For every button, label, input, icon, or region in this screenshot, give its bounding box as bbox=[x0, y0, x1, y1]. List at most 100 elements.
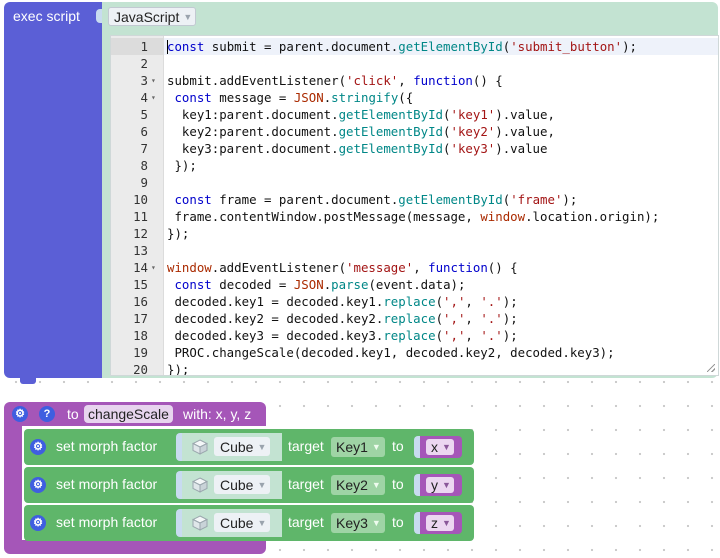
shape-key-dropdown[interactable]: Key3 ▼ bbox=[331, 513, 385, 533]
line-number: 2 bbox=[140, 56, 148, 71]
line-number: 12 bbox=[133, 226, 148, 241]
procedure-name-field[interactable]: changeScale bbox=[84, 405, 173, 423]
gear-icon[interactable]: ⚙ bbox=[12, 406, 28, 422]
code-line[interactable]: 15 const decoded = JSON.parse(event.data… bbox=[111, 276, 718, 293]
code-line[interactable]: 18 decoded.key3 = decoded.key3.replace('… bbox=[111, 327, 718, 344]
code-line[interactable]: 16 decoded.key1 = decoded.key1.replace('… bbox=[111, 293, 718, 310]
line-number: 1 bbox=[111, 38, 164, 55]
code-line[interactable]: 7 key3:parent.document.getElementById('k… bbox=[111, 140, 718, 157]
code-line[interactable]: 3▾submit.addEventListener('click', funct… bbox=[111, 72, 718, 89]
gear-icon[interactable]: ⚙ bbox=[30, 439, 46, 455]
code-line[interactable]: 8 }); bbox=[111, 157, 718, 174]
input-socket bbox=[414, 436, 420, 458]
variable-block[interactable]: z ▼ bbox=[420, 512, 462, 534]
code-line[interactable]: 5 key1:parent.document.getElementById('k… bbox=[111, 106, 718, 123]
variable-block[interactable]: y ▼ bbox=[420, 474, 462, 496]
set-morph-factor-block[interactable]: ⚙ set morph factor Cube ▼ target Key2 ▼ … bbox=[24, 467, 474, 503]
code-line[interactable]: 20}); bbox=[111, 361, 718, 376]
input-socket bbox=[176, 433, 182, 461]
fold-arrow-icon[interactable]: ▾ bbox=[151, 263, 156, 272]
procedure-header[interactable]: ⚙ ? to changeScale with: x, y, z bbox=[4, 402, 266, 426]
to-label: to bbox=[392, 514, 404, 530]
object-value: Cube bbox=[220, 476, 254, 493]
line-number: 20 bbox=[133, 362, 148, 376]
exec-script-title: exec script bbox=[13, 8, 80, 24]
target-label: target bbox=[288, 438, 324, 454]
code-line[interactable]: 12}); bbox=[111, 225, 718, 242]
code-line[interactable]: 2 bbox=[111, 55, 718, 72]
language-dropdown[interactable]: JavaScript ▼ bbox=[108, 7, 197, 26]
code-text: decoded.key1 = decoded.key1.replace(',',… bbox=[167, 294, 518, 309]
input-socket bbox=[96, 9, 102, 23]
help-icon[interactable]: ? bbox=[39, 406, 55, 422]
code-text: decoded.key3 = decoded.key3.replace(',',… bbox=[167, 328, 518, 343]
cube-icon bbox=[191, 439, 209, 455]
target-label: target bbox=[288, 514, 324, 530]
code-text: const frame = parent.document.getElement… bbox=[174, 192, 578, 207]
code-text: }); bbox=[167, 226, 190, 241]
procedure-block[interactable]: ⚙ ? to changeScale with: x, y, z bbox=[4, 402, 266, 554]
variable-value: y bbox=[431, 477, 438, 493]
object-block[interactable]: Cube ▼ bbox=[182, 471, 282, 499]
code-line[interactable]: 17 decoded.key2 = decoded.key2.replace('… bbox=[111, 310, 718, 327]
gear-icon[interactable]: ⚙ bbox=[30, 515, 46, 531]
procedure-body-arm bbox=[4, 426, 22, 540]
code-line[interactable]: 9 bbox=[111, 174, 718, 191]
code-line[interactable]: 4▾ const message = JSON.stringify({ bbox=[111, 89, 718, 106]
code-text: submit.addEventListener('click', functio… bbox=[167, 73, 503, 88]
fold-arrow-icon[interactable]: ▾ bbox=[151, 76, 156, 85]
code-text: PROC.changeScale(decoded.key1, decoded.k… bbox=[167, 345, 615, 360]
to-label: to bbox=[392, 476, 404, 492]
cube-icon bbox=[191, 515, 209, 531]
chevron-down-icon: ▼ bbox=[183, 11, 193, 22]
variable-dropdown[interactable]: y ▼ bbox=[426, 477, 454, 493]
code-text: key1:parent.document.getElementById('key… bbox=[167, 107, 555, 122]
code-line[interactable]: 10 const frame = parent.document.getElem… bbox=[111, 191, 718, 208]
code-line[interactable]: 14▾window.addEventListener('message', fu… bbox=[111, 259, 718, 276]
code-line[interactable]: 13 bbox=[111, 242, 718, 259]
set-morph-factor-block[interactable]: ⚙ set morph factor Cube ▼ target Key1 ▼ … bbox=[24, 429, 474, 465]
fold-arrow-icon[interactable]: ▾ bbox=[151, 93, 156, 102]
line-number-gutter bbox=[111, 36, 164, 375]
object-dropdown[interactable]: Cube ▼ bbox=[214, 475, 271, 494]
variable-value: x bbox=[431, 439, 438, 455]
variable-block[interactable]: x ▼ bbox=[420, 436, 462, 458]
line-number: 9 bbox=[140, 175, 148, 190]
line-number: 16 bbox=[133, 294, 148, 309]
object-dropdown[interactable]: Cube ▼ bbox=[214, 437, 271, 456]
object-block[interactable]: Cube ▼ bbox=[182, 433, 282, 461]
code-text: }); bbox=[167, 362, 190, 376]
line-number: 6 bbox=[140, 124, 148, 139]
chevron-down-icon: ▼ bbox=[257, 441, 267, 452]
code-text: const message = JSON.stringify({ bbox=[174, 90, 414, 105]
code-line[interactable]: 11 frame.contentWindow.postMessage(messa… bbox=[111, 208, 718, 225]
input-socket bbox=[414, 474, 420, 496]
line-number: 15 bbox=[133, 277, 148, 292]
shape-key-dropdown[interactable]: Key2 ▼ bbox=[331, 475, 385, 495]
gear-icon[interactable]: ⚙ bbox=[30, 477, 46, 493]
object-block[interactable]: Cube ▼ bbox=[182, 509, 282, 537]
morph-label: set morph factor bbox=[56, 514, 158, 530]
exec-script-header[interactable]: exec script bbox=[4, 2, 108, 384]
line-number: 4 bbox=[140, 90, 148, 105]
code-text: decoded.key2 = decoded.key2.replace(',',… bbox=[167, 311, 518, 326]
variable-dropdown[interactable]: x ▼ bbox=[426, 439, 454, 455]
line-number: 17 bbox=[133, 311, 148, 326]
resize-handle-icon[interactable] bbox=[707, 364, 715, 372]
shape-key-dropdown[interactable]: Key1 ▼ bbox=[331, 437, 385, 457]
line-number: 7 bbox=[140, 141, 148, 156]
chevron-down-icon: ▼ bbox=[442, 518, 451, 528]
code-line[interactable]: 6 key2:parent.document.getElementById('k… bbox=[111, 123, 718, 140]
morph-label: set morph factor bbox=[56, 476, 158, 492]
set-morph-factor-block[interactable]: ⚙ set morph factor Cube ▼ target Key3 ▼ … bbox=[24, 505, 474, 541]
object-dropdown[interactable]: Cube ▼ bbox=[214, 513, 271, 532]
variable-dropdown[interactable]: z ▼ bbox=[426, 515, 454, 531]
target-label: target bbox=[288, 476, 324, 492]
line-number: 8 bbox=[140, 158, 148, 173]
code-line[interactable]: 19 PROC.changeScale(decoded.key1, decode… bbox=[111, 344, 718, 361]
input-socket bbox=[414, 512, 420, 534]
variable-value: z bbox=[431, 515, 438, 531]
